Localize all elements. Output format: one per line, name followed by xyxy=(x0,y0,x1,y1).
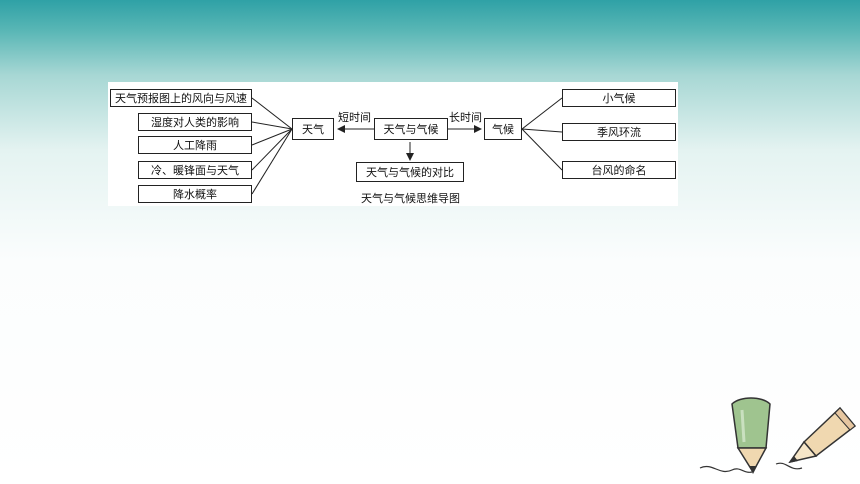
link-climate-item-1 xyxy=(521,97,563,130)
short-time-label: 短时间 xyxy=(338,111,371,124)
link-weather-item-4 xyxy=(251,128,293,171)
weather-item-1: 天气预报图上的风向与风速 xyxy=(110,89,252,107)
comparison-node: 天气与气候的对比 xyxy=(356,162,464,182)
weather-item-3: 人工降雨 xyxy=(138,136,252,154)
climate-hub: 气候 xyxy=(484,118,522,140)
climate-item-2: 季风环流 xyxy=(562,123,676,141)
link-climate-item-3 xyxy=(521,128,563,171)
pencils-decoration-icon xyxy=(699,397,857,474)
climate-item-1: 小气候 xyxy=(562,89,676,107)
diagram-caption: 天气与气候思维导图 xyxy=(361,192,460,205)
climate-item-3: 台风的命名 xyxy=(562,161,676,179)
link-weather-item-1 xyxy=(251,97,293,130)
weather-item-2: 湿度对人类的影响 xyxy=(138,113,252,131)
weather-item-5: 降水概率 xyxy=(138,185,252,203)
link-weather-item-2 xyxy=(251,121,293,130)
center-node: 天气与气候 xyxy=(374,118,448,140)
link-weather-item-3 xyxy=(251,128,293,146)
weather-item-4: 冷、暖锋面与天气 xyxy=(138,161,252,179)
link-climate-item-2 xyxy=(521,128,563,133)
weather-hub: 天气 xyxy=(292,118,334,140)
long-time-label: 长时间 xyxy=(449,111,482,124)
mindmap-panel: 天气预报图上的风向与风速 湿度对人类的影响 人工降雨 冷、暖锋面与天气 降水概率… xyxy=(108,82,678,206)
connector-lines xyxy=(251,97,563,195)
link-weather-item-5 xyxy=(251,128,293,195)
